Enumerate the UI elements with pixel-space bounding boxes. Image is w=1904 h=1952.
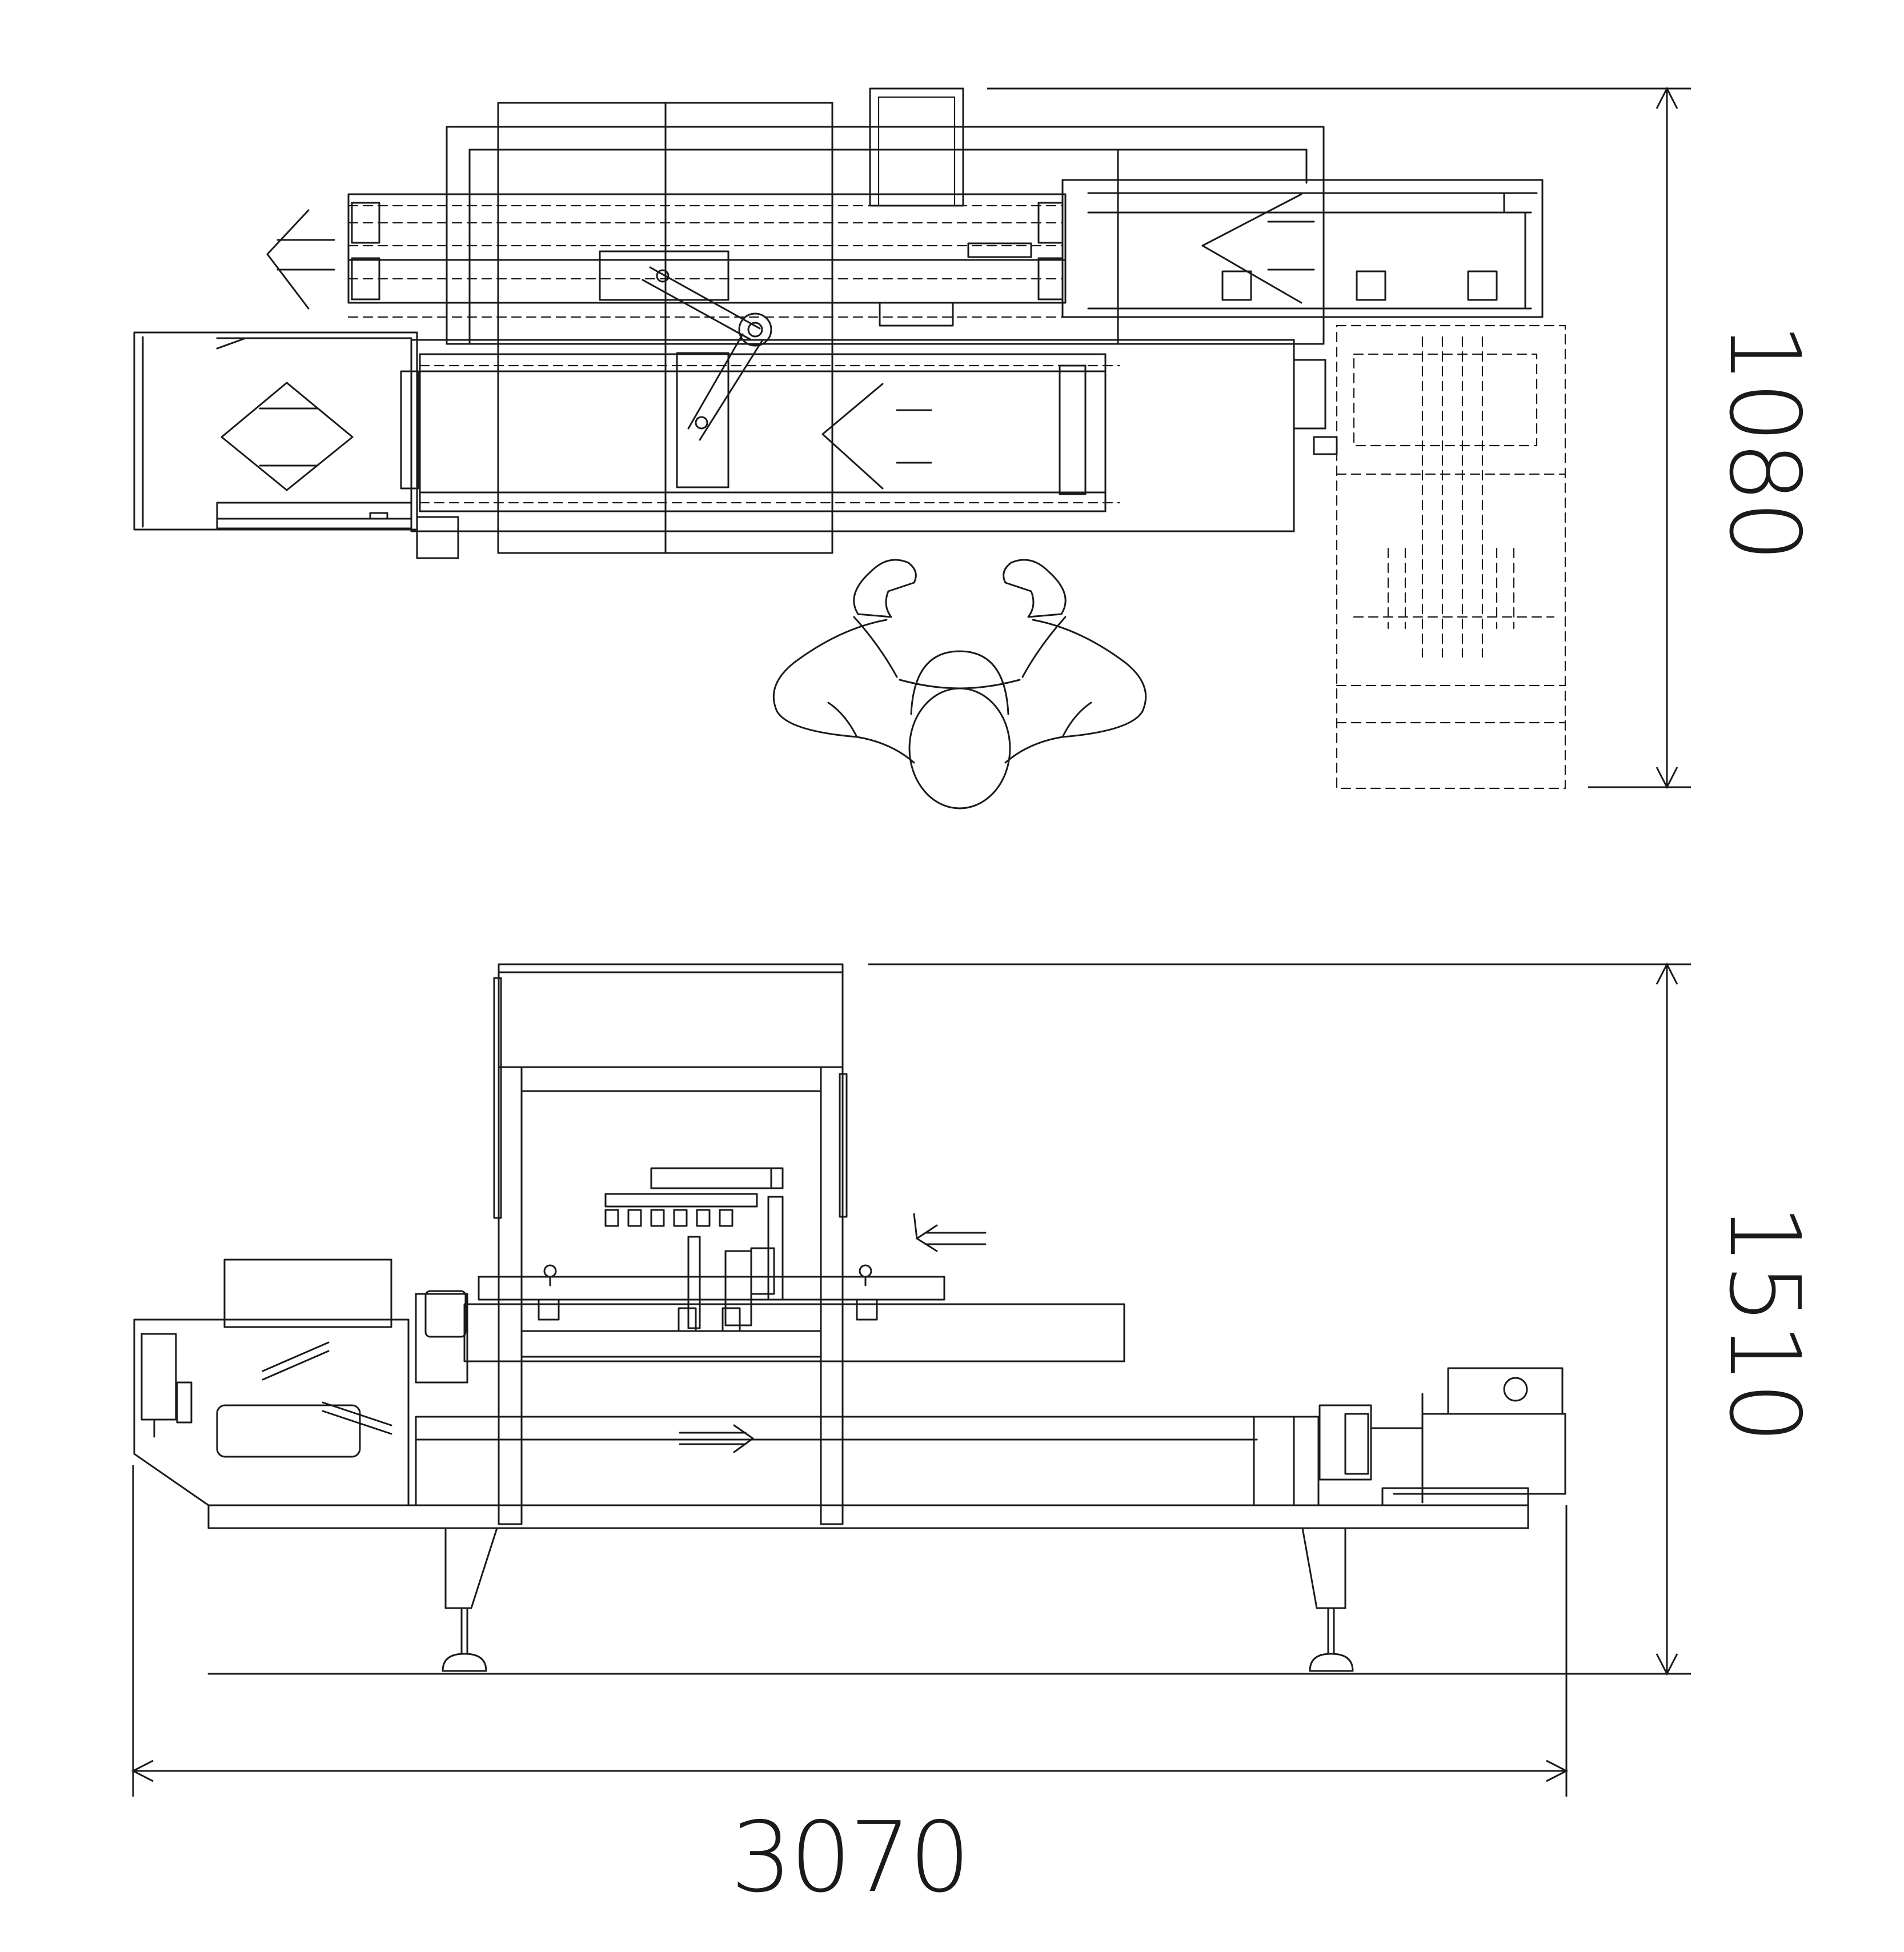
plan-accessory-unit xyxy=(1336,324,1566,789)
dimension-plan-depth: 1080 xyxy=(1707,322,1821,560)
elevation-gripper xyxy=(604,1167,784,1332)
elevation-discharge-unit xyxy=(133,1258,410,1506)
plan-discharge-chute xyxy=(133,331,418,531)
dimension-overall-length: 3070 xyxy=(731,1801,969,1914)
elevation-infeed-arrow xyxy=(916,1224,987,1252)
plan-infeed-arrow xyxy=(1201,193,1302,304)
plan-main-conveyor xyxy=(410,339,1295,532)
plan-back-frame xyxy=(446,126,1325,345)
elevation-portal-left-post xyxy=(498,1066,523,1525)
elevation-lower-conveyor xyxy=(415,1416,1320,1506)
elevation-hood xyxy=(498,963,844,1068)
elevation-belt-arrow xyxy=(679,1424,754,1453)
elevation-portal-right-post xyxy=(820,1066,844,1525)
elevation-view xyxy=(133,963,1566,1675)
elevation-tray xyxy=(478,1276,945,1301)
dimension-lines xyxy=(131,86,1691,1797)
plan-diamond-marker xyxy=(221,382,354,491)
elevation-base-frame xyxy=(207,1504,1529,1529)
plan-robot-arm xyxy=(642,266,772,441)
plan-upper-conveyor xyxy=(347,193,1067,304)
dimension-elevation-height: 1510 xyxy=(1707,1204,1821,1442)
plan-main-arrow xyxy=(821,383,884,490)
plan-infeed-conveyor xyxy=(1061,179,1544,318)
operator-figure xyxy=(772,559,1147,809)
elevation-drive-motor xyxy=(1318,1367,1566,1506)
plan-camera-box xyxy=(869,87,964,207)
plan-outfeed-arrow xyxy=(266,209,310,310)
elevation-main-belt xyxy=(463,1303,1125,1362)
plan-view xyxy=(133,87,1566,809)
